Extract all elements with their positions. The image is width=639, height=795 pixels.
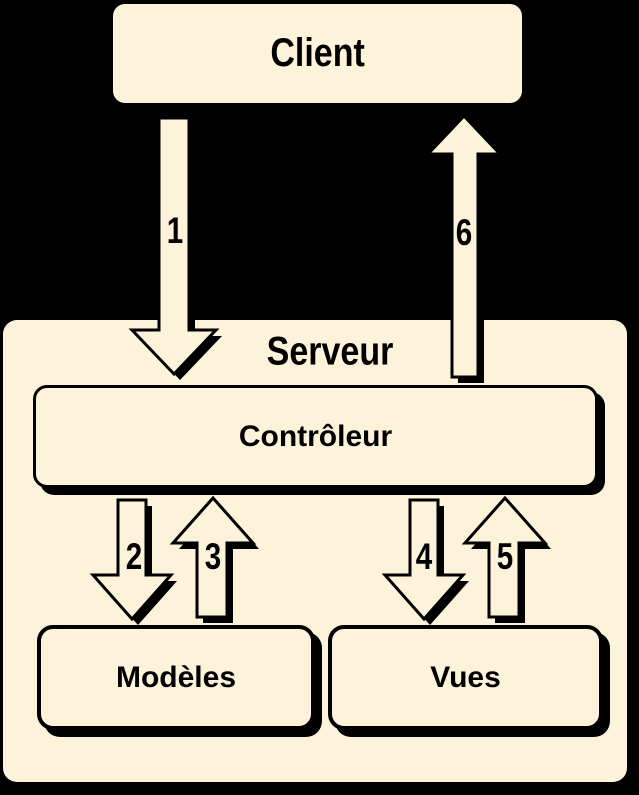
arrow-1-number: 1 <box>166 210 184 252</box>
client-box: Client <box>113 4 522 103</box>
arrow-1-down-icon <box>128 116 222 380</box>
models-label: Modèles <box>115 660 237 694</box>
client-label: Client <box>270 31 365 75</box>
arrow-2-number: 2 <box>125 536 143 578</box>
arrow-6-number: 6 <box>455 212 473 254</box>
controller-box: Contrôleur <box>33 385 598 488</box>
arrow-6-up-icon <box>424 113 506 383</box>
models-box: Modèles <box>37 625 315 730</box>
views-box: Vues <box>328 625 603 730</box>
arrow-4-down-icon <box>381 498 469 625</box>
arrow-3-up-icon <box>169 495 259 623</box>
views-label: Vues <box>430 660 501 694</box>
arrow-2-down-icon <box>89 498 177 625</box>
arrow-3-number: 3 <box>204 536 222 578</box>
controller-label: Contrôleur <box>238 419 393 453</box>
arrow-5-up-icon <box>461 495 551 623</box>
server-label: Serveur <box>266 329 394 374</box>
arrow-5-number: 5 <box>496 536 514 578</box>
arrow-4-number: 4 <box>415 536 433 578</box>
